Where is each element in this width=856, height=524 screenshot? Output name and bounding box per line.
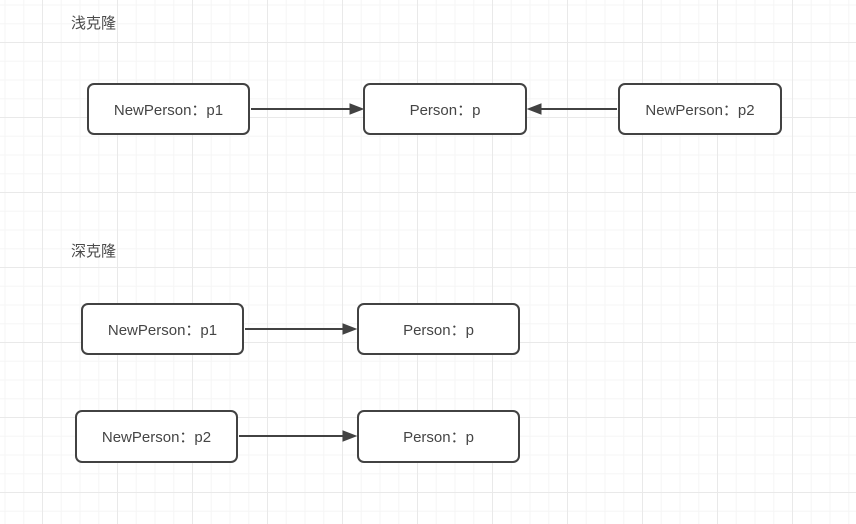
node-deep-person-p-1[interactable]: Person：p: [357, 303, 520, 355]
node-label: Person：p: [403, 429, 474, 446]
node-deep-newperson-p2[interactable]: NewPerson：p2: [75, 410, 238, 463]
section-label-deep-clone[interactable]: 深克隆: [71, 243, 117, 260]
node-deep-person-p-2[interactable]: Person：p: [357, 410, 520, 463]
node-label: NewPerson：p2: [645, 101, 755, 119]
edge-shallow-p1-to-person-arrow[interactable]: [251, 103, 365, 115]
node-shallow-person-p[interactable]: Person：p: [363, 83, 527, 135]
edge-deep-p2-to-person-arrow[interactable]: [239, 430, 358, 442]
node-label: Person：p: [403, 321, 474, 339]
node-label: NewPerson：p1: [113, 101, 224, 119]
node-label: NewPerson：p1: [107, 321, 218, 339]
node-label: Person：p: [409, 101, 481, 119]
node-shallow-newperson-p1[interactable]: NewPerson：p1: [87, 83, 250, 135]
edge-deep-p1-to-person-arrow[interactable]: [245, 323, 358, 335]
node-deep-newperson-p1[interactable]: NewPerson：p1: [81, 303, 244, 355]
node-shallow-newperson-p2[interactable]: NewPerson：p2: [618, 83, 782, 135]
edge-shallow-p2-to-person-arrow[interactable]: [526, 103, 617, 115]
node-label: NewPerson：p2: [101, 429, 212, 446]
section-label-shallow-clone[interactable]: 浅克隆: [71, 15, 117, 32]
